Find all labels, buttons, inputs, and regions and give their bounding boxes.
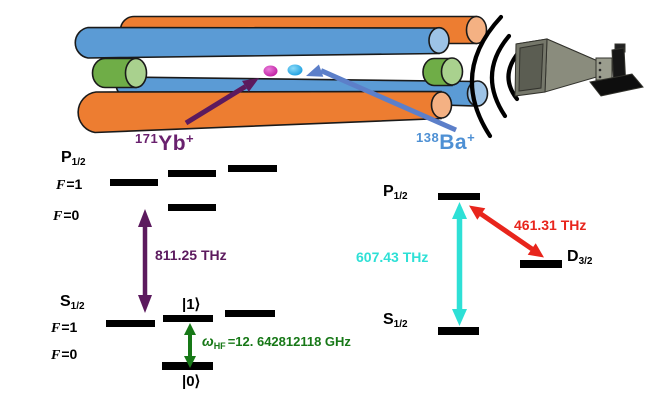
endcap-electrode-right xyxy=(422,57,464,87)
energy-level-bar xyxy=(438,327,479,335)
yb-optical-transition-arrow xyxy=(138,209,152,313)
ba-mass-number: 138 xyxy=(416,130,440,145)
energy-level-bar xyxy=(162,362,213,370)
yb-mass-number: 171 xyxy=(135,131,159,146)
ba-ion-label: 138Ba+ xyxy=(416,131,475,153)
yb-charge: + xyxy=(186,131,195,146)
yb-ion-label: 171Yb+ xyxy=(135,132,194,154)
ba-cooling-frequency-label: 607.43 THz xyxy=(356,249,429,265)
microwave-horn-antenna xyxy=(514,38,644,97)
ba-level-diagram xyxy=(438,193,562,335)
yb-optical-frequency-label: 811.25 THz xyxy=(155,247,227,263)
energy-level-bar xyxy=(168,204,216,211)
ba-repump-frequency-label: 461.31 THz xyxy=(514,217,587,233)
ba-charge: + xyxy=(467,130,476,145)
yb-p12-label: P1/2 xyxy=(61,149,86,168)
energy-level-bar xyxy=(228,165,277,172)
trap-rod-blue-top xyxy=(74,26,450,59)
energy-level-bar xyxy=(168,170,216,177)
ba-d32-label: D3/2 xyxy=(567,248,593,267)
ba-s12-label: S1/2 xyxy=(383,311,408,330)
energy-level-bar xyxy=(163,315,213,322)
yb-s12-label: S1/2 xyxy=(60,293,85,312)
endcap-electrode-left xyxy=(91,57,148,89)
ba-ion-pointer-arrow xyxy=(306,64,458,133)
yb-hyperfine-transition-arrow xyxy=(184,323,196,368)
energy-level-bar xyxy=(225,310,275,317)
ba-repump-transition-arrow xyxy=(469,205,544,258)
ion-trap-illustration xyxy=(74,14,644,139)
yb-s-f1-label: F=1 xyxy=(51,319,78,336)
yb-p-f0-label: F=0 xyxy=(53,207,80,224)
yb-ion-dot xyxy=(263,65,278,77)
ba-symbol: Ba xyxy=(439,131,468,154)
energy-level-bar xyxy=(438,193,480,200)
ket-zero-label: |0⟩ xyxy=(182,373,201,390)
yb-hyperfine-frequency-label: ωHF=12. 642812118 GHz xyxy=(202,333,351,351)
yb-p-f1-label: F=1 xyxy=(56,176,83,193)
yb-ion-pointer-arrow xyxy=(184,78,259,126)
energy-level-bar xyxy=(106,320,155,327)
yb-s-f0-label: F=0 xyxy=(51,346,78,363)
ba-ion-dot xyxy=(287,64,303,76)
energy-level-bar xyxy=(520,260,562,268)
ket-one-label: |1⟩ xyxy=(182,296,201,313)
ba-p12-label: P1/2 xyxy=(383,183,408,202)
yb-level-diagram xyxy=(106,165,277,370)
yb-symbol: Yb xyxy=(158,132,187,155)
trap-rod-orange-bottom xyxy=(77,90,453,134)
ba-cooling-transition-arrow xyxy=(452,202,467,326)
energy-level-bar xyxy=(110,179,158,186)
